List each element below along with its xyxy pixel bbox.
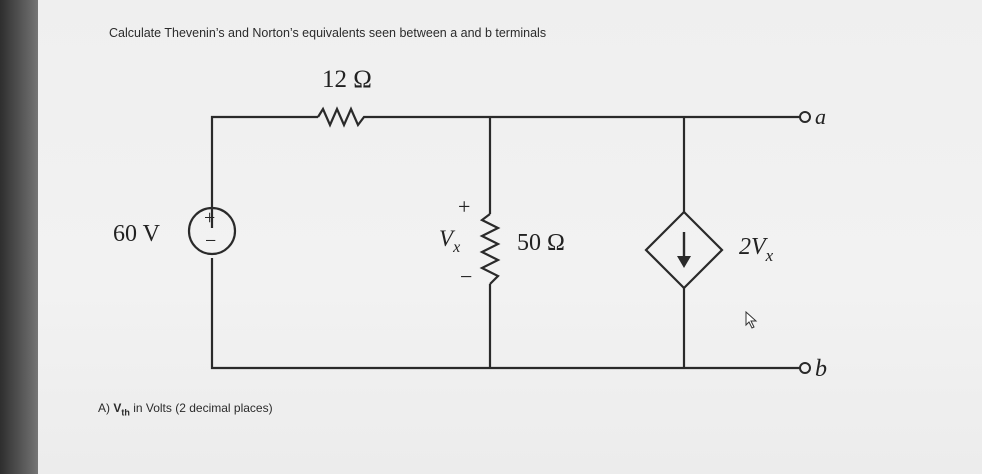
- resistor-12-ohm: [317, 106, 370, 128]
- question-text: Calculate Thevenin’s and Norton’s equiva…: [109, 26, 547, 40]
- resistor-50-ohm: [479, 213, 501, 285]
- source-minus-sign: −: [205, 230, 216, 252]
- vx-label: Vx: [439, 226, 460, 256]
- resistor-12-label: 12 Ω: [322, 66, 372, 93]
- resistor-50-label: 50 Ω: [517, 230, 565, 256]
- voltage-source-label: 60 V: [113, 221, 161, 247]
- screen-area: [38, 0, 982, 474]
- terminal-b-node: [799, 362, 811, 374]
- terminal-a-label: a: [815, 104, 826, 129]
- arrow-down-icon: [677, 256, 691, 268]
- dependent-source-label: 2Vx: [739, 234, 774, 265]
- vx-plus: +: [458, 194, 470, 219]
- dependent-current-source: [644, 210, 724, 290]
- mouse-cursor-icon: [745, 311, 758, 329]
- terminal-a-node: [799, 111, 811, 123]
- vx-minus: −: [460, 264, 472, 289]
- terminal-b-label: b: [815, 356, 827, 382]
- answer-prompt: A) Vth in Volts (2 decimal places): [98, 401, 273, 418]
- source-plus-sign: +: [204, 207, 215, 229]
- voltage-source-60v: + −: [187, 206, 237, 256]
- circuit-wires: [210, 115, 800, 370]
